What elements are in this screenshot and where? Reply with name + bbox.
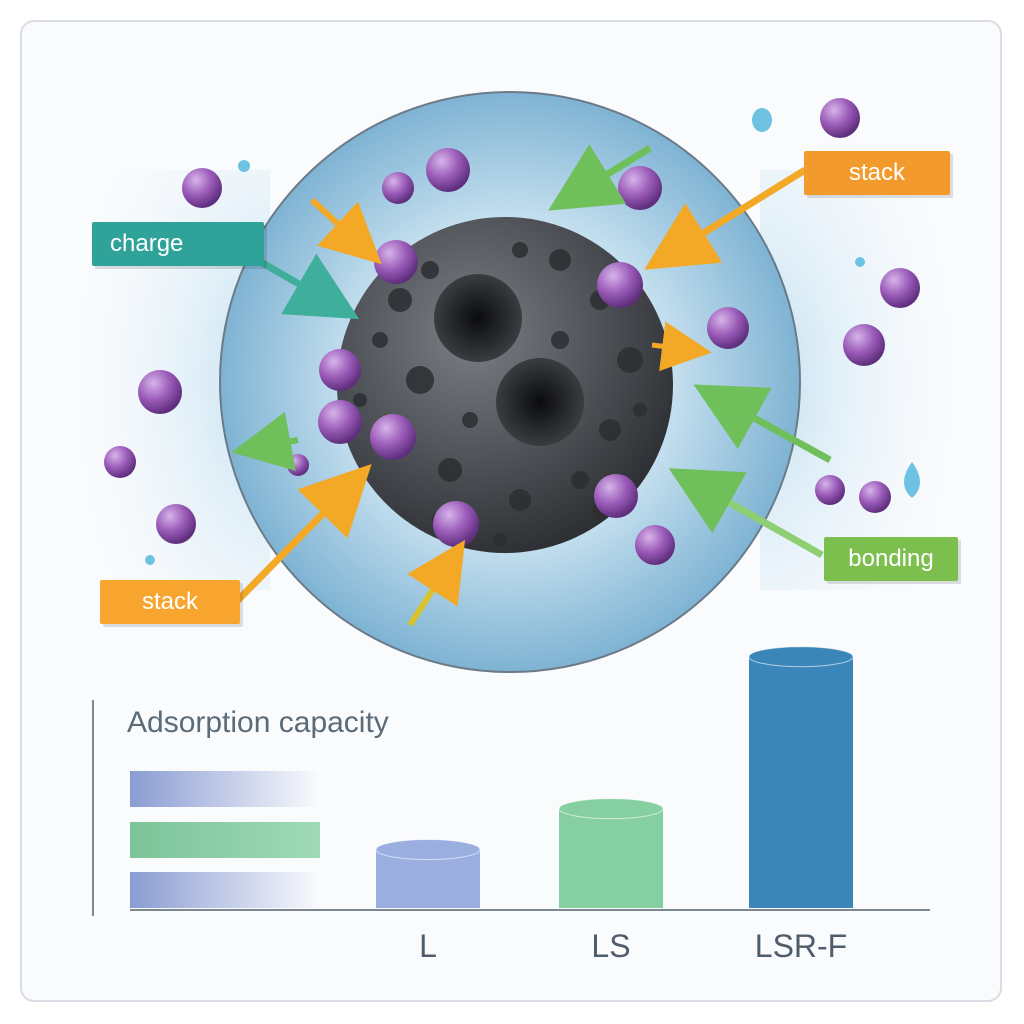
bar-top-LS <box>558 798 664 820</box>
bar-LS <box>559 808 663 908</box>
arrow-stack-bottom <box>235 464 372 603</box>
legend-swatch-2 <box>130 822 320 858</box>
arrow-bonding <box>668 468 824 559</box>
legend-swatch-1 <box>130 771 320 807</box>
water-droplets <box>145 108 920 565</box>
arrow-small-bottom <box>407 539 466 627</box>
arrow-green-right <box>693 384 832 464</box>
adsorption-chart <box>92 646 930 916</box>
porous-adsorbent <box>337 217 673 553</box>
label-stack-bottom-left: stack <box>100 580 240 624</box>
arrow-small-left <box>231 411 299 471</box>
chart-title: Adsorption capacity <box>127 706 389 739</box>
arrow-small-right <box>651 321 712 372</box>
label-charge: charge <box>92 222 264 266</box>
x-tick-label: LSR-F <box>754 928 848 964</box>
bar-top-L <box>375 839 481 861</box>
interaction-arrows <box>228 144 832 627</box>
bar-top-LSR-F <box>748 646 854 668</box>
legend-swatch-3 <box>130 872 320 908</box>
label-stack-top-right: stack <box>804 151 950 195</box>
x-tick-label: L <box>419 928 437 964</box>
arrow-green-top <box>548 144 652 211</box>
large-pore <box>496 358 584 446</box>
label-bonding: bonding <box>824 537 958 581</box>
x-tick-label: LS <box>591 928 631 964</box>
adsorbate-molecules <box>104 98 920 565</box>
bar-LSR-F <box>749 656 853 908</box>
large-pore <box>434 274 522 362</box>
arrow-small-top <box>309 197 382 265</box>
arrow-stack-top <box>644 167 807 270</box>
